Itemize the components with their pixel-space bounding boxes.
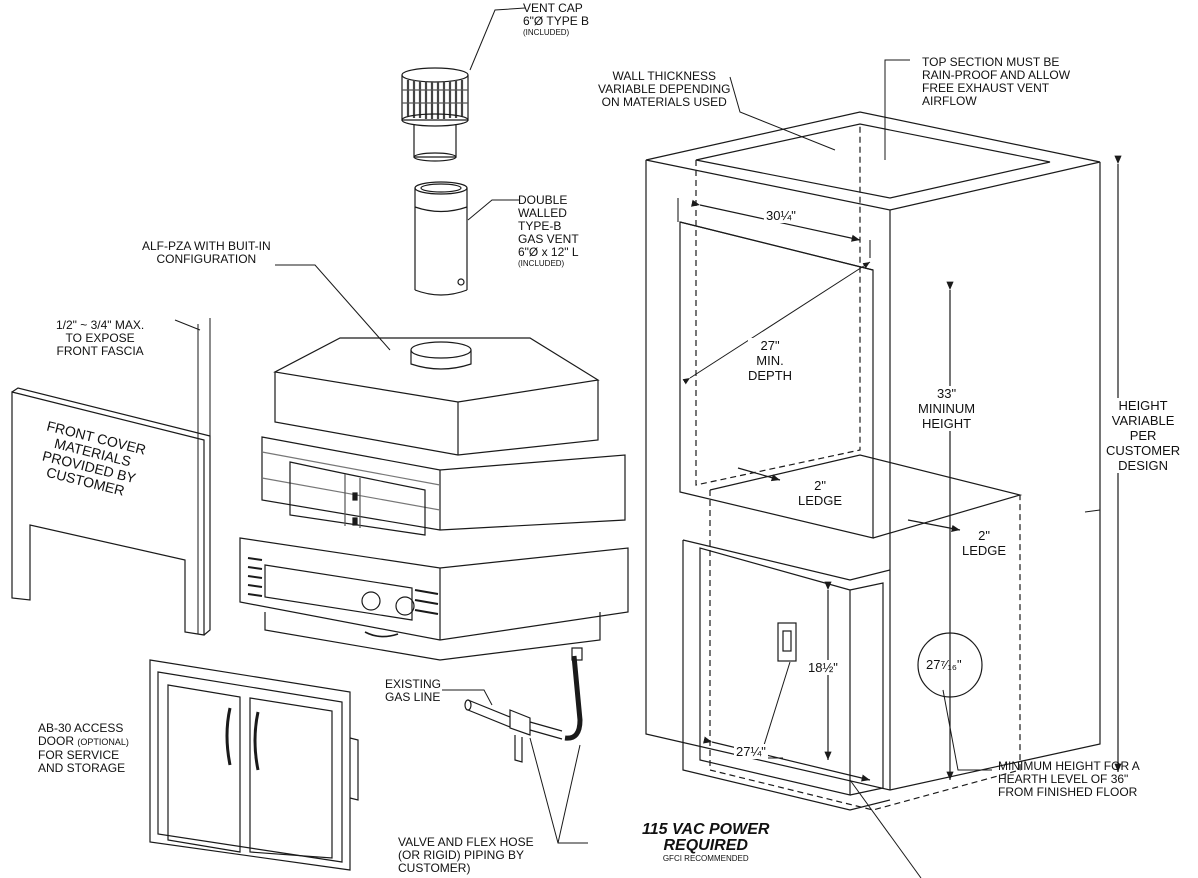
hearth-note-label: MINIMUM HEIGHT FOR A HEARTH LEVEL OF 36"… <box>998 759 1140 799</box>
gas-line-drawing <box>464 647 583 763</box>
access-door-drawing <box>149 659 359 871</box>
hearth-height-dimension: 27⁷⁄₁₆" <box>926 657 962 672</box>
min-depth-label: 27" MIN. DEPTH <box>748 338 793 383</box>
top-section-label: TOP SECTION MUST BE RAIN-PROOF AND ALLOW… <box>922 55 1071 108</box>
access-door-label: AB-30 ACCESS DOOR (OPTIONAL) FOR SERVICE… <box>38 721 129 775</box>
min-height-label: 33" MININUM HEIGHT <box>918 386 976 431</box>
hearth-dimension-circle <box>917 632 983 698</box>
pizza-oven-drawing <box>239 337 629 661</box>
wall-thickness-label: WALL THICKNESS VARIABLE DEPENDING ON MAT… <box>598 69 731 109</box>
oven-config-label: ALF-PZA WITH BUIT-IN CONFIGURATION <box>142 239 271 266</box>
leader-lines <box>174 7 1101 878</box>
top-width-dimension: 30¼" <box>764 208 798 223</box>
vent-cap-label: VENT CAP 6"Ø TYPE B (INCLUDED) <box>523 1 590 38</box>
gas-line-label: EXISTING GAS LINE <box>385 677 442 704</box>
gas-vent-label: DOUBLE WALLED TYPE-B GAS VENT 6"Ø x 12" … <box>518 193 579 269</box>
gas-vent-drawing <box>414 181 468 296</box>
ledge-lower-label: 2" LEDGE <box>962 528 1007 558</box>
valve-hose-label: VALVE AND FLEX HOSE (OR RIGID) PIPING BY… <box>398 835 534 875</box>
height-variable-label: HEIGHT VARIABLE PER CUSTOMER DESIGN <box>1106 398 1181 473</box>
vent-cap-drawing <box>401 67 469 162</box>
power-requirement-label: 115 VAC POWER REQUIRED GFCI RECOMMENDED <box>642 821 770 864</box>
bottom-width-dimension: 27¼" <box>734 744 768 759</box>
front-cover-drawing <box>11 318 211 636</box>
fascia-label: 1/2" ~ 3/4" MAX. TO EXPOSE FRONT FASCIA <box>56 318 145 358</box>
bottom-height-dimension: 18½" <box>806 660 840 675</box>
enclosure-drawing <box>645 111 1122 811</box>
ledge-upper-label: 2" LEDGE <box>798 478 843 508</box>
